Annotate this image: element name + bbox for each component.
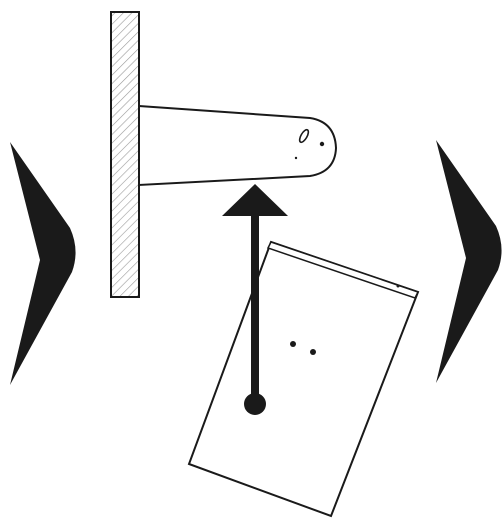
device-mount-point [310,349,316,355]
bracket-screw-hole [295,157,297,159]
device-mount-point [290,341,296,347]
bracket-screw-hole [320,142,324,146]
mounting-bracket-icon [139,106,336,185]
wall-icon [111,12,139,297]
device-corner-mark [397,285,400,288]
device-panel-icon [189,242,418,516]
chevron-left-icon[interactable] [10,142,76,385]
chevron-right-icon[interactable] [436,140,502,383]
